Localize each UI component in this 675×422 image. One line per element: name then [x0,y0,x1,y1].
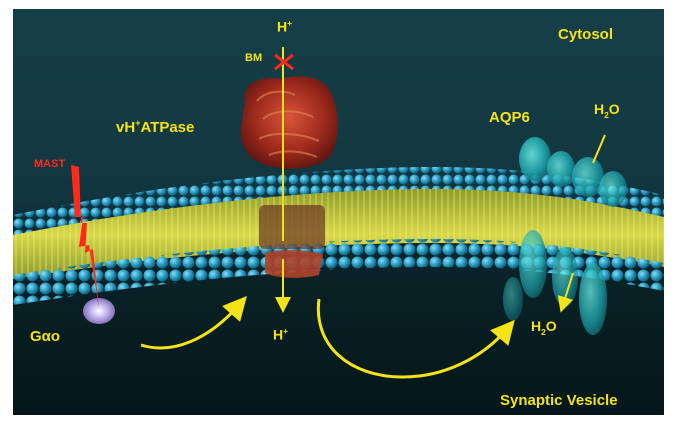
diagram-canvas [13,9,664,415]
proton-bottom-sup: + [283,326,288,336]
water-bottom-post: O [546,318,557,334]
vhatpase-label: vH+ATPase [116,119,194,135]
proton-top-base: H [277,19,287,35]
mast-label: MAST [34,159,65,170]
proton-bottom-base: H [273,327,283,343]
vhatpase-v0-domain [259,205,325,249]
proton-top-sup: + [287,18,292,28]
vhatpase-label-pre: vH [116,119,135,136]
water-bottom-base: H [531,318,541,334]
water-bottom-label: H2O [531,319,557,336]
galpha-o-protein [83,298,115,324]
vhatpase-v1-domain [241,76,338,168]
water-top-post: O [609,101,620,117]
vhatpase-luminal-domain [265,250,323,278]
synaptic-vesicle-label: Synaptic Vesicle [500,393,618,408]
water-top-base: H [594,101,604,117]
aqp6-label: AQP6 [489,110,530,125]
proton-top-label: H+ [277,19,292,34]
vesicle-membrane-diagram: Cytosol Synaptic Vesicle vH+ATPase AQP6 … [13,9,664,415]
vhatpase-label-post: ATPase [140,119,194,136]
proton-bottom-label: H+ [273,327,288,342]
water-top-label: H2O [594,102,620,119]
cytosol-label: Cytosol [558,27,613,42]
bm-label: BM [245,53,262,64]
galpha-o-label: Gαo [30,329,60,344]
